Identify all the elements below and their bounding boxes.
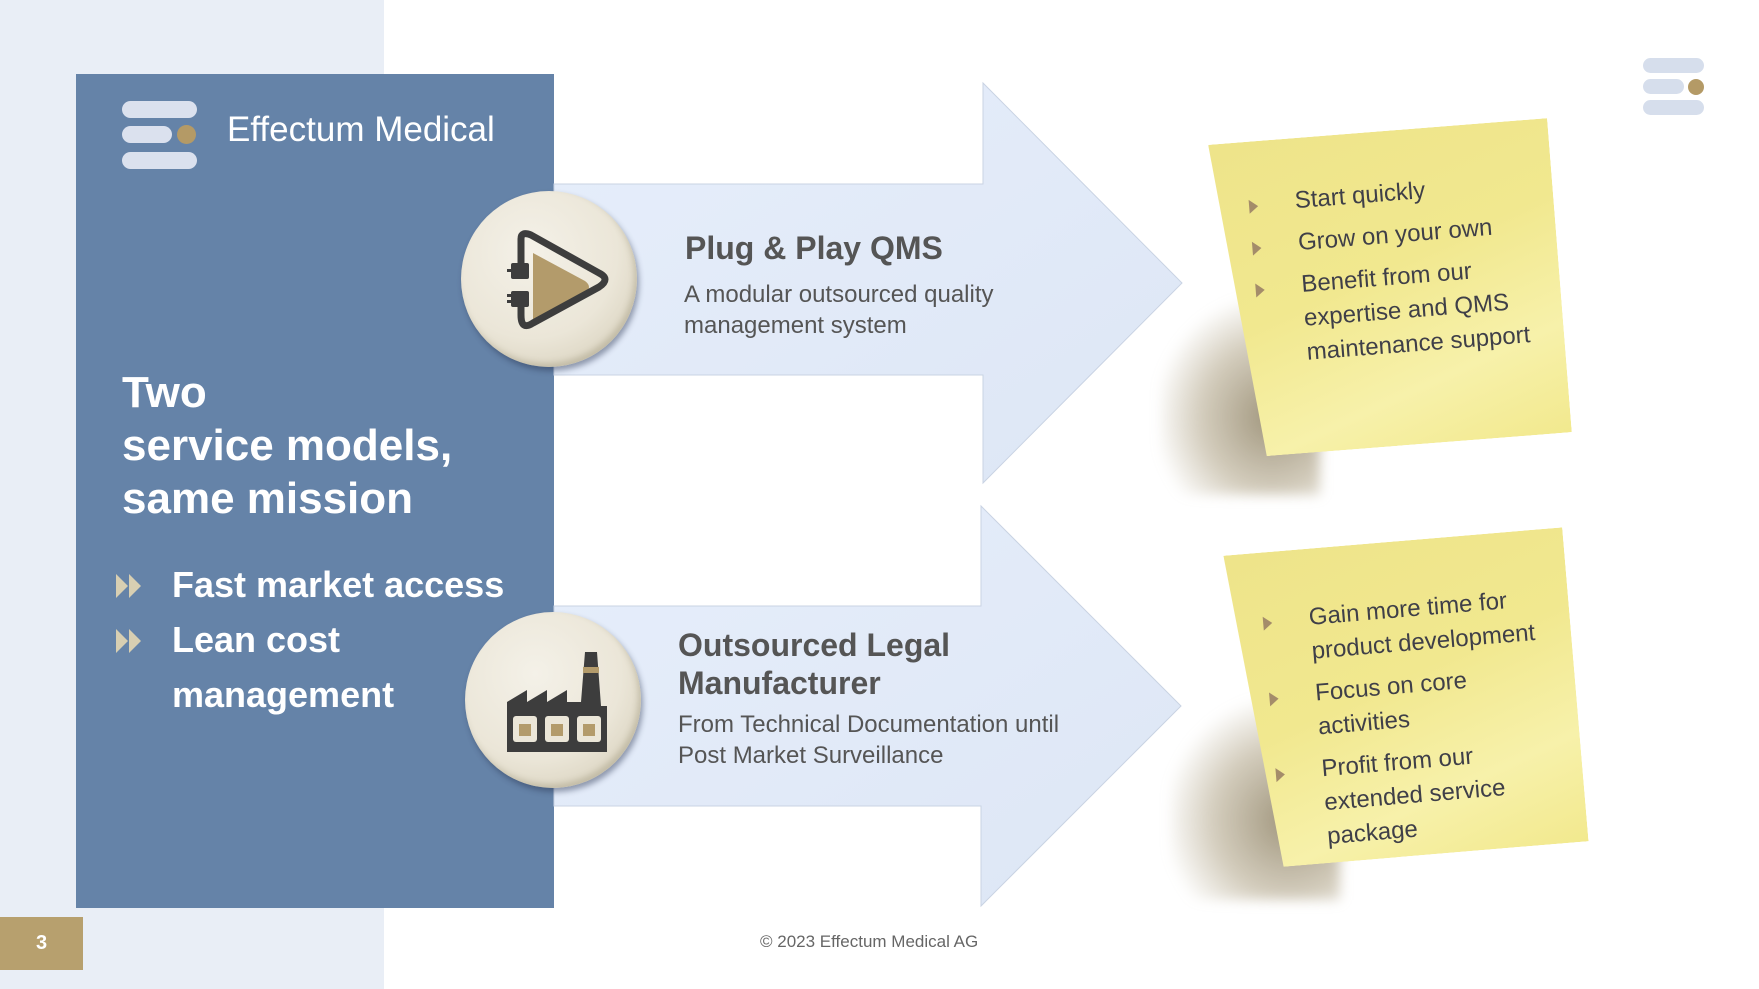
factory-icon: [507, 652, 607, 752]
triangle-bullet-icon: [1249, 199, 1259, 214]
logo-bar-middle: [1643, 79, 1684, 94]
triangle-bullet-icon: [1263, 616, 1273, 631]
triangle-bullet-icon: [1255, 283, 1265, 298]
logo-bar-bottom: [1643, 100, 1704, 115]
logo-bar-bottom: [122, 152, 197, 169]
service-icon-badge: [461, 191, 637, 367]
service-description-line: Post Market Surveillance: [678, 742, 944, 769]
arrow-legal-manufacturer: [553, 504, 1182, 908]
service-title-line: Plug & Play QMS: [685, 230, 943, 266]
double-chevron-right-icon: [116, 629, 141, 653]
service-description-line: From Technical Documentation until: [678, 711, 1060, 738]
service-description-line: management system: [684, 312, 907, 339]
brand-name: Effectum Medical: [227, 110, 495, 149]
headline: Two service models, same mission: [122, 366, 542, 525]
service-title-line: Outsourced Legal: [678, 627, 951, 663]
key-point: Fast market access: [172, 557, 504, 612]
triangle-bullet-icon: [1252, 241, 1262, 256]
effectum-logo-icon: [1643, 58, 1704, 73]
key-point-line: Fast market access: [172, 564, 505, 605]
copyright-footer: © 2023 Effectum Medical AG: [760, 932, 979, 951]
double-chevron-right-icon: [116, 574, 141, 598]
key-point: Lean cost management: [172, 612, 394, 722]
service-title-line: Manufacturer: [678, 665, 881, 701]
sticky-note: Gain more time for product development F…: [1223, 527, 1588, 869]
logo-dot: [1688, 79, 1704, 95]
service-title: Plug & Play QMS: [685, 229, 943, 267]
logo-bar-middle: [122, 126, 172, 143]
headline-line: Two: [122, 368, 207, 417]
triangle-bullet-icon: [1275, 767, 1285, 782]
headline-line: same mission: [122, 474, 414, 523]
logo-dot: [177, 125, 196, 144]
service-title: Outsourced Legal Manufacturer: [678, 626, 950, 702]
service-description-line: A modular outsourced quality: [684, 281, 994, 308]
intro-panel: [76, 74, 554, 908]
triangle-bullet-icon: [1269, 692, 1279, 707]
service-description: From Technical Documentation until Post …: [678, 709, 1059, 771]
plug-play-icon: [507, 230, 609, 330]
benefit-list: Gain more time for product development F…: [1262, 580, 1583, 866]
arrow-plug-play: [553, 81, 1183, 485]
service-description: A modular outsourced quality management …: [684, 279, 994, 341]
service-icon-badge: [465, 612, 641, 788]
benefit-item: Benefit from our expertise and QMS maint…: [1254, 248, 1561, 373]
effectum-logo-icon: [122, 101, 197, 118]
key-point-line: management: [172, 674, 395, 715]
sticky-note: Start quickly Grow on your own Benefit f…: [1208, 118, 1572, 459]
key-point-line: Lean cost: [172, 619, 341, 660]
headline-line: service models,: [122, 421, 453, 470]
benefit-list: Start quickly Grow on your own Benefit f…: [1248, 164, 1562, 381]
benefit-item: Profit from our extended service package: [1274, 731, 1581, 858]
page-number: 3: [0, 917, 83, 970]
